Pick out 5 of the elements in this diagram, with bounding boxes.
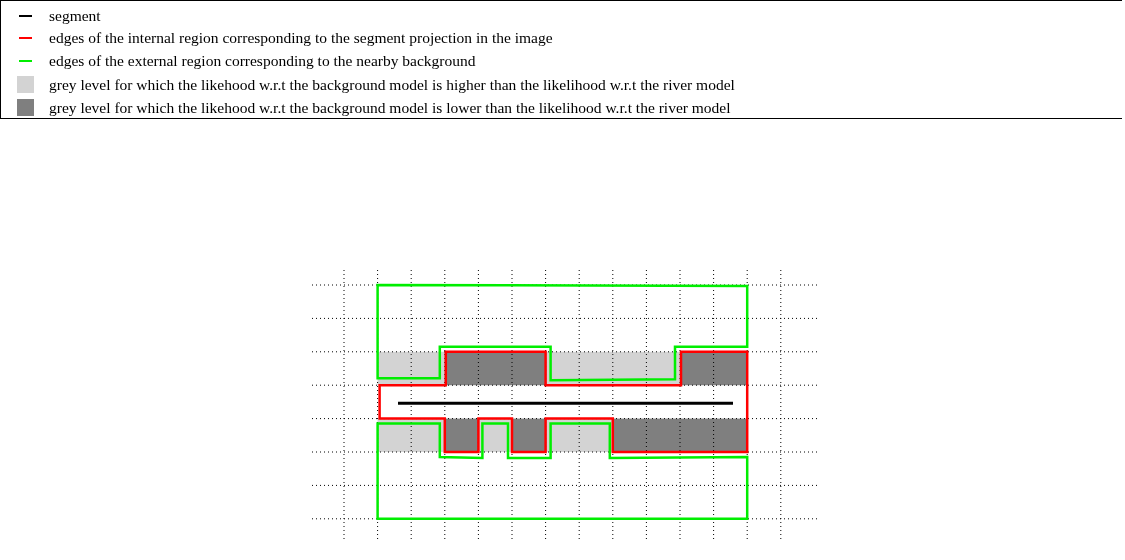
legend-text: grey level for which the likehood w.r.t the background model is higher than the likelihood w.r.t the river model <box>49 75 735 95</box>
legend-text: edges of the external region corresponding to the nearby background <box>49 51 476 71</box>
legend-text: edges of the internal region corresponding to the segment projection in the image <box>49 28 553 48</box>
legend-text: grey level for which the likehood w.r.t the background model is lower than the likelihood w.r.t the river model <box>49 98 731 118</box>
legend-text: segment <box>49 6 101 26</box>
